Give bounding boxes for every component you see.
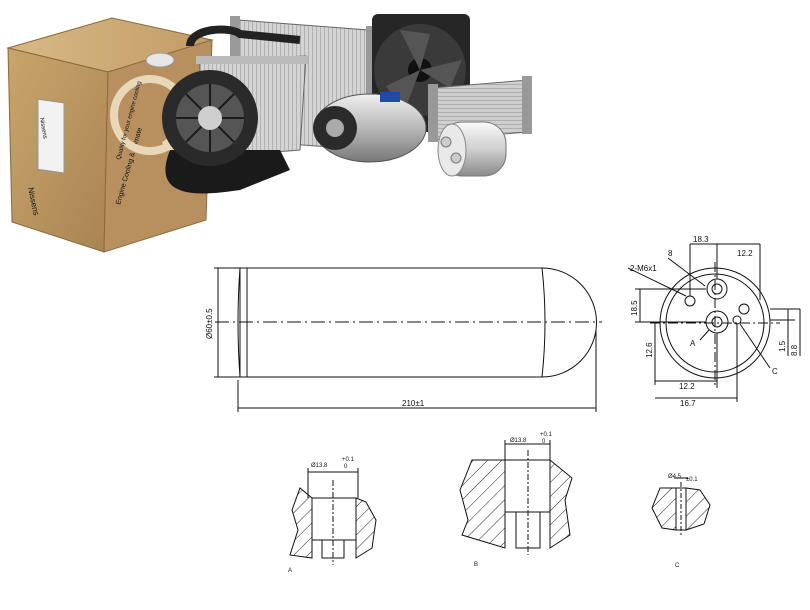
detail-a-tol-bot: 0 [344,464,348,470]
drier-dome-seam [541,267,546,378]
dim-18-5: 18.5 [630,300,639,316]
dim-8: 8 [668,249,673,258]
detail-c-dim: Ø4.5 [668,474,682,480]
diameter-label: Ø60±0.5 [205,308,214,339]
dim-18-3: 18.3 [693,235,709,244]
product-banner: Nissens Nissens Engine Cooling & Climate… [6,14,532,253]
drier-end-view [627,243,801,402]
detail-a-dim: Ø13.8 [311,463,328,469]
detail-b-tol-bot: 0 [542,439,546,445]
drier-flat-end [237,267,241,378]
dim-16-7: 16.7 [680,399,696,408]
label-c-endview: C [772,367,778,376]
dim-12-2-bottom: 12.2 [679,382,695,391]
detail-c-label: C [675,563,680,569]
detail-a-tol-top: +0.1 [342,457,355,463]
detail-b-label: B [474,562,478,568]
detail-b-tol-top: +0.1 [540,432,553,438]
box-brand-text-top: Nissens [38,117,48,139]
dim-thread: 2-M6x1 [630,264,657,273]
detail-a [289,468,377,565]
detail-c-tol: ±0.1 [686,477,698,483]
dim-1-5: 1.5 [778,340,787,352]
ac-compressor-image [313,92,427,163]
detail-a-label: A [288,568,292,574]
detail-b [459,440,573,555]
detail-b-dim: Ø13.8 [510,438,527,444]
drier-side-view [214,267,602,412]
receiver-drier-image [437,121,507,177]
dim-12-6: 12.6 [645,342,654,358]
thread-hole-1 [684,295,696,307]
box-barcode-label [37,98,65,174]
length-label: 210±1 [402,399,425,408]
port-b-outer [706,278,728,300]
port-a-outer [705,310,729,334]
dim-12-2-top: 12.2 [737,249,753,258]
drier-body-outline [239,267,597,378]
box-top-logo [145,52,175,68]
blower-motor-image [162,70,290,194]
dim-8-8: 8.8 [790,344,799,356]
detail-c [651,477,711,536]
thread-hole-2 [738,303,750,315]
label-a-endview: A [690,339,696,348]
